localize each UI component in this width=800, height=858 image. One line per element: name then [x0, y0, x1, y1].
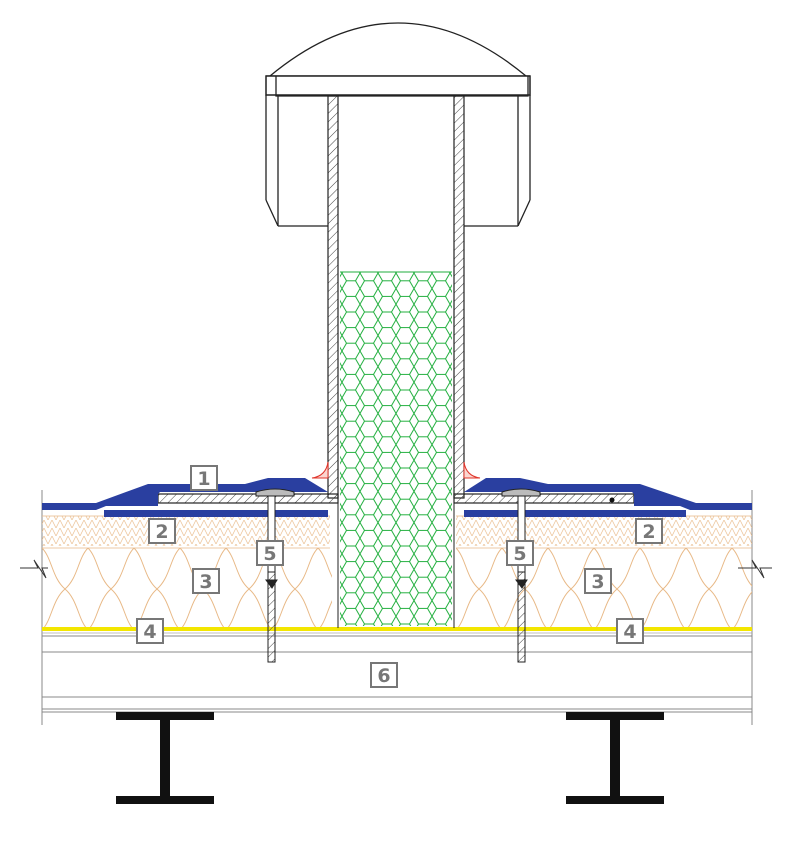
break-lines [20, 559, 772, 579]
fastener-right [501, 488, 541, 663]
svg-text:2: 2 [642, 521, 655, 543]
svg-text:3: 3 [199, 571, 212, 593]
callout-5-left: 5 [256, 540, 284, 566]
callout-labels: 1 2 2 3 3 4 4 5 [136, 465, 663, 688]
callout-4-right: 4 [616, 618, 644, 644]
steel-beam-left [116, 712, 214, 804]
svg-text:4: 4 [623, 621, 636, 643]
pipe-insulation [340, 271, 452, 626]
steel-beam-right [566, 712, 664, 804]
svg-text:5: 5 [513, 543, 526, 565]
callout-2-right: 2 [635, 518, 663, 544]
svg-text:4: 4 [143, 621, 156, 643]
svg-text:1: 1 [197, 468, 210, 490]
callout-5-right: 5 [506, 540, 534, 566]
callout-1: 1 [190, 465, 218, 491]
svg-text:5: 5 [263, 543, 276, 565]
callout-3-right: 3 [584, 568, 612, 594]
vent-cap [265, 22, 531, 227]
insulation-layer [42, 547, 752, 628]
callout-4-left: 4 [136, 618, 164, 644]
callout-3-left: 3 [192, 568, 220, 594]
svg-text:2: 2 [155, 521, 168, 543]
callout-2-left: 2 [148, 518, 176, 544]
callout-6: 6 [370, 662, 398, 688]
fastener-left [255, 488, 295, 663]
sealant-bead [311, 461, 481, 479]
svg-text:3: 3 [591, 571, 604, 593]
svg-text:6: 6 [377, 665, 390, 687]
